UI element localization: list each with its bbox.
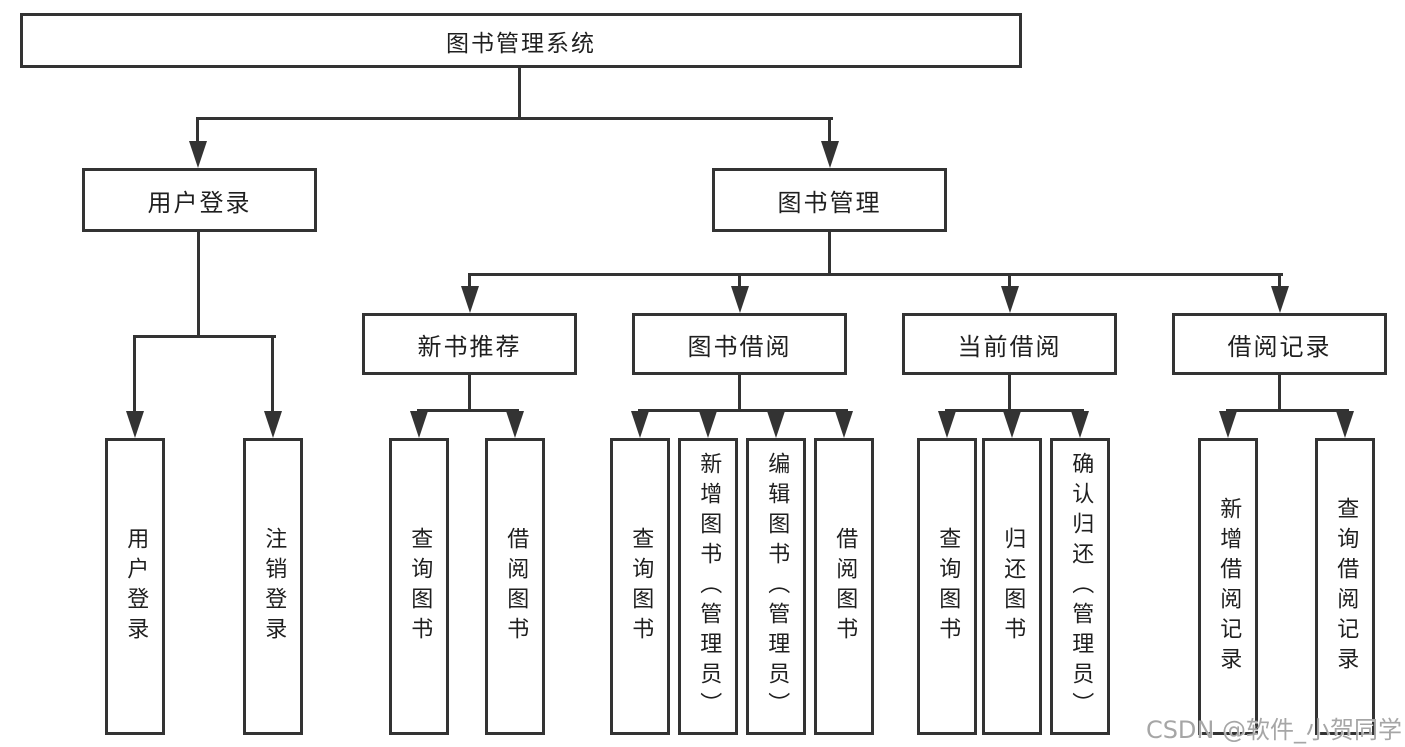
arrow-down-icon (1001, 286, 1019, 313)
node-label: 借阅记录 (1227, 332, 1332, 361)
leaf-label: 归还图书 (1000, 526, 1026, 647)
connector-line (197, 232, 200, 337)
leaf-label: 查询图书 (407, 526, 433, 647)
leaf-confirm-return-admin: 确认归还（管理员） (1050, 438, 1110, 735)
leaf-label: 查询图书 (628, 526, 654, 647)
leaf-label: 新增图书（管理员） (696, 451, 722, 722)
leaf-label: 确认归还（管理员） (1068, 451, 1094, 722)
node-new-book-recommend: 新书推荐 (362, 313, 577, 375)
node-user-login: 用户登录 (82, 168, 317, 232)
connector-line (468, 375, 471, 412)
node-system-root: 图书管理系统 (20, 13, 1022, 68)
arrow-down-icon (461, 286, 479, 313)
csdn-watermark: CSDN @软件_小贺同学 (1145, 716, 1402, 744)
leaf-label: 用户登录 (123, 526, 149, 647)
leaf-label: 查询图书 (935, 526, 961, 647)
node-label: 图书管理 (777, 188, 882, 217)
connector-line (638, 409, 848, 412)
leaf-label: 查询借阅记录 (1333, 496, 1359, 677)
leaf-query-book-current: 查询图书 (917, 438, 977, 735)
connector-line (945, 409, 1084, 412)
node-label: 新书推荐 (417, 332, 522, 361)
arrow-down-icon (410, 411, 428, 438)
connector-line (271, 335, 274, 415)
arrow-down-icon (189, 141, 207, 168)
leaf-label: 新增借阅记录 (1216, 496, 1242, 677)
arrow-down-icon (938, 411, 956, 438)
connector-line (133, 335, 276, 338)
connector-line (468, 273, 471, 291)
leaf-label: 编辑图书（管理员） (764, 451, 790, 722)
leaf-add-book-admin: 新增图书（管理员） (678, 438, 738, 735)
connector-line (1226, 409, 1349, 412)
connector-line (1008, 273, 1011, 291)
connector-line (738, 375, 741, 412)
arrow-down-icon (731, 286, 749, 313)
leaf-label: 注销登录 (261, 526, 287, 647)
leaf-query-borrow-record: 查询借阅记录 (1315, 438, 1375, 735)
connector-line (828, 232, 831, 276)
connector-line (738, 273, 741, 291)
arrow-down-icon (699, 411, 717, 438)
node-current-borrow: 当前借阅 (902, 313, 1117, 375)
node-borrow-records: 借阅记录 (1172, 313, 1387, 375)
arrow-down-icon (126, 411, 144, 438)
connector-line (1008, 375, 1011, 412)
node-label: 图书借阅 (687, 332, 792, 361)
arrow-down-icon (264, 411, 282, 438)
leaf-return-book: 归还图书 (982, 438, 1042, 735)
leaf-user-login: 用户登录 (105, 438, 165, 735)
leaf-add-borrow-record: 新增借阅记录 (1198, 438, 1258, 735)
connector-line (828, 117, 831, 145)
leaf-query-book-recommend: 查询图书 (389, 438, 449, 735)
connector-line (518, 66, 521, 117)
connector-line (1278, 375, 1281, 412)
connector-line (196, 117, 199, 145)
arrow-down-icon (1271, 286, 1289, 313)
leaf-borrow-book-recommend: 借阅图书 (485, 438, 545, 735)
leaf-label: 借阅图书 (503, 526, 529, 647)
arrow-down-icon (1336, 411, 1354, 438)
connector-line (417, 409, 519, 412)
arrow-down-icon (767, 411, 785, 438)
connector-line (196, 117, 833, 120)
connector-line (133, 335, 136, 415)
leaf-logout: 注销登录 (243, 438, 303, 735)
connector-line (1278, 273, 1281, 291)
arrow-down-icon (1003, 411, 1021, 438)
leaf-label: 借阅图书 (832, 526, 858, 647)
node-label: 用户登录 (147, 188, 252, 217)
node-book-borrow: 图书借阅 (632, 313, 847, 375)
node-label: 图书管理系统 (446, 30, 596, 57)
leaf-edit-book-admin: 编辑图书（管理员） (746, 438, 806, 735)
connector-line (468, 273, 1283, 276)
arrow-down-icon (835, 411, 853, 438)
arrow-down-icon (1219, 411, 1237, 438)
node-label: 当前借阅 (957, 332, 1062, 361)
node-book-management: 图书管理 (712, 168, 947, 232)
arrow-down-icon (1071, 411, 1089, 438)
leaf-query-book-borrow: 查询图书 (610, 438, 670, 735)
leaf-borrow-book-borrow: 借阅图书 (814, 438, 874, 735)
arrow-down-icon (821, 141, 839, 168)
arrow-down-icon (506, 411, 524, 438)
arrow-down-icon (631, 411, 649, 438)
